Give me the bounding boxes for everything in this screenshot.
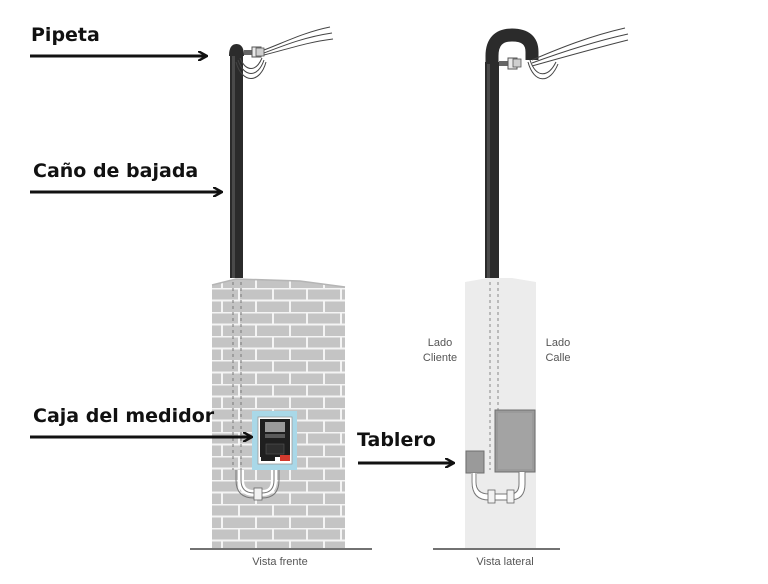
pipeta-cap-front — [229, 44, 244, 56]
label-pipeta: Pipeta — [31, 24, 100, 46]
client-box — [465, 450, 485, 474]
label-tablero: Tablero — [357, 429, 436, 451]
service-wires-front — [235, 26, 334, 79]
down-pipe-front — [230, 52, 243, 278]
label-caja-medidor: Caja del medidor — [33, 405, 215, 427]
front-view — [190, 26, 372, 550]
label-cano-bajada: Caño de bajada — [33, 160, 199, 182]
lado-calle-label: Lado Calle — [545, 337, 571, 364]
side-view — [433, 27, 629, 550]
lado-cliente-label: Lado Cliente — [422, 337, 458, 364]
caption-side-view: Vista lateral — [476, 556, 534, 568]
service-wires-side — [527, 27, 629, 80]
pipeta-curve-side — [485, 28, 539, 64]
caption-front-view: Vista frente — [252, 556, 308, 568]
meter-box — [252, 411, 297, 470]
